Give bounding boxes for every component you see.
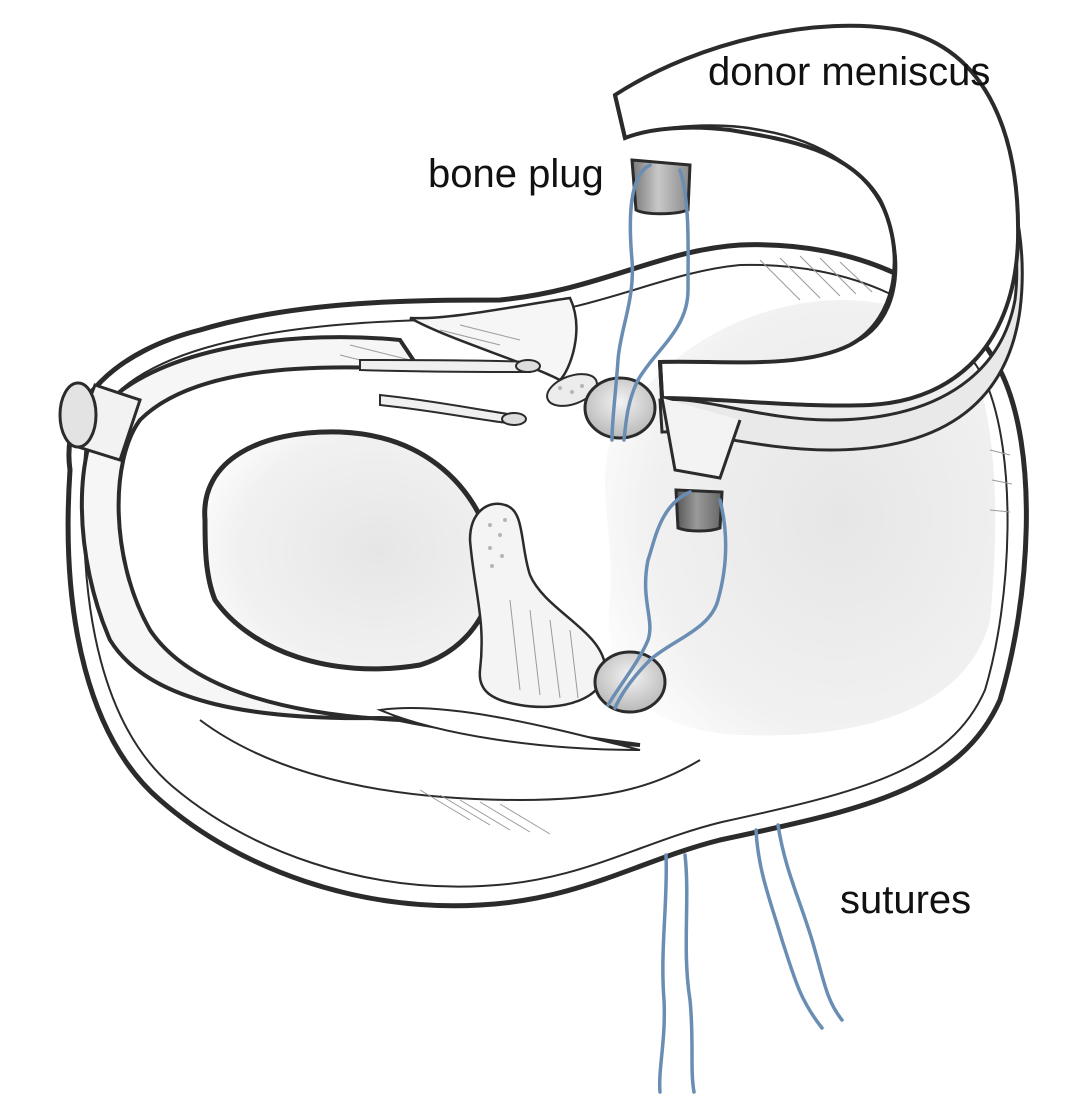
donor-meniscus-top [612, 23, 1021, 408]
intercondylar-wedge [376, 707, 641, 751]
sutures-label: sutures [840, 878, 972, 922]
suture-strand-illustration [606, 163, 844, 1094]
native-medial-meniscus [79, 335, 641, 747]
cut-ligament-stump [58, 381, 142, 462]
bone-plug-label: bone plug [428, 152, 604, 196]
donor-meniscus-label: donor meniscus [708, 50, 991, 94]
bone-plug-illustration [630, 158, 724, 533]
plug-texture-dots [488, 384, 584, 568]
plateau-inner-rim [82, 263, 1009, 888]
fiber-texture [339, 255, 1013, 835]
donor-meniscus-illustration [612, 23, 1024, 480]
lower-rim-sweep [199, 719, 701, 802]
